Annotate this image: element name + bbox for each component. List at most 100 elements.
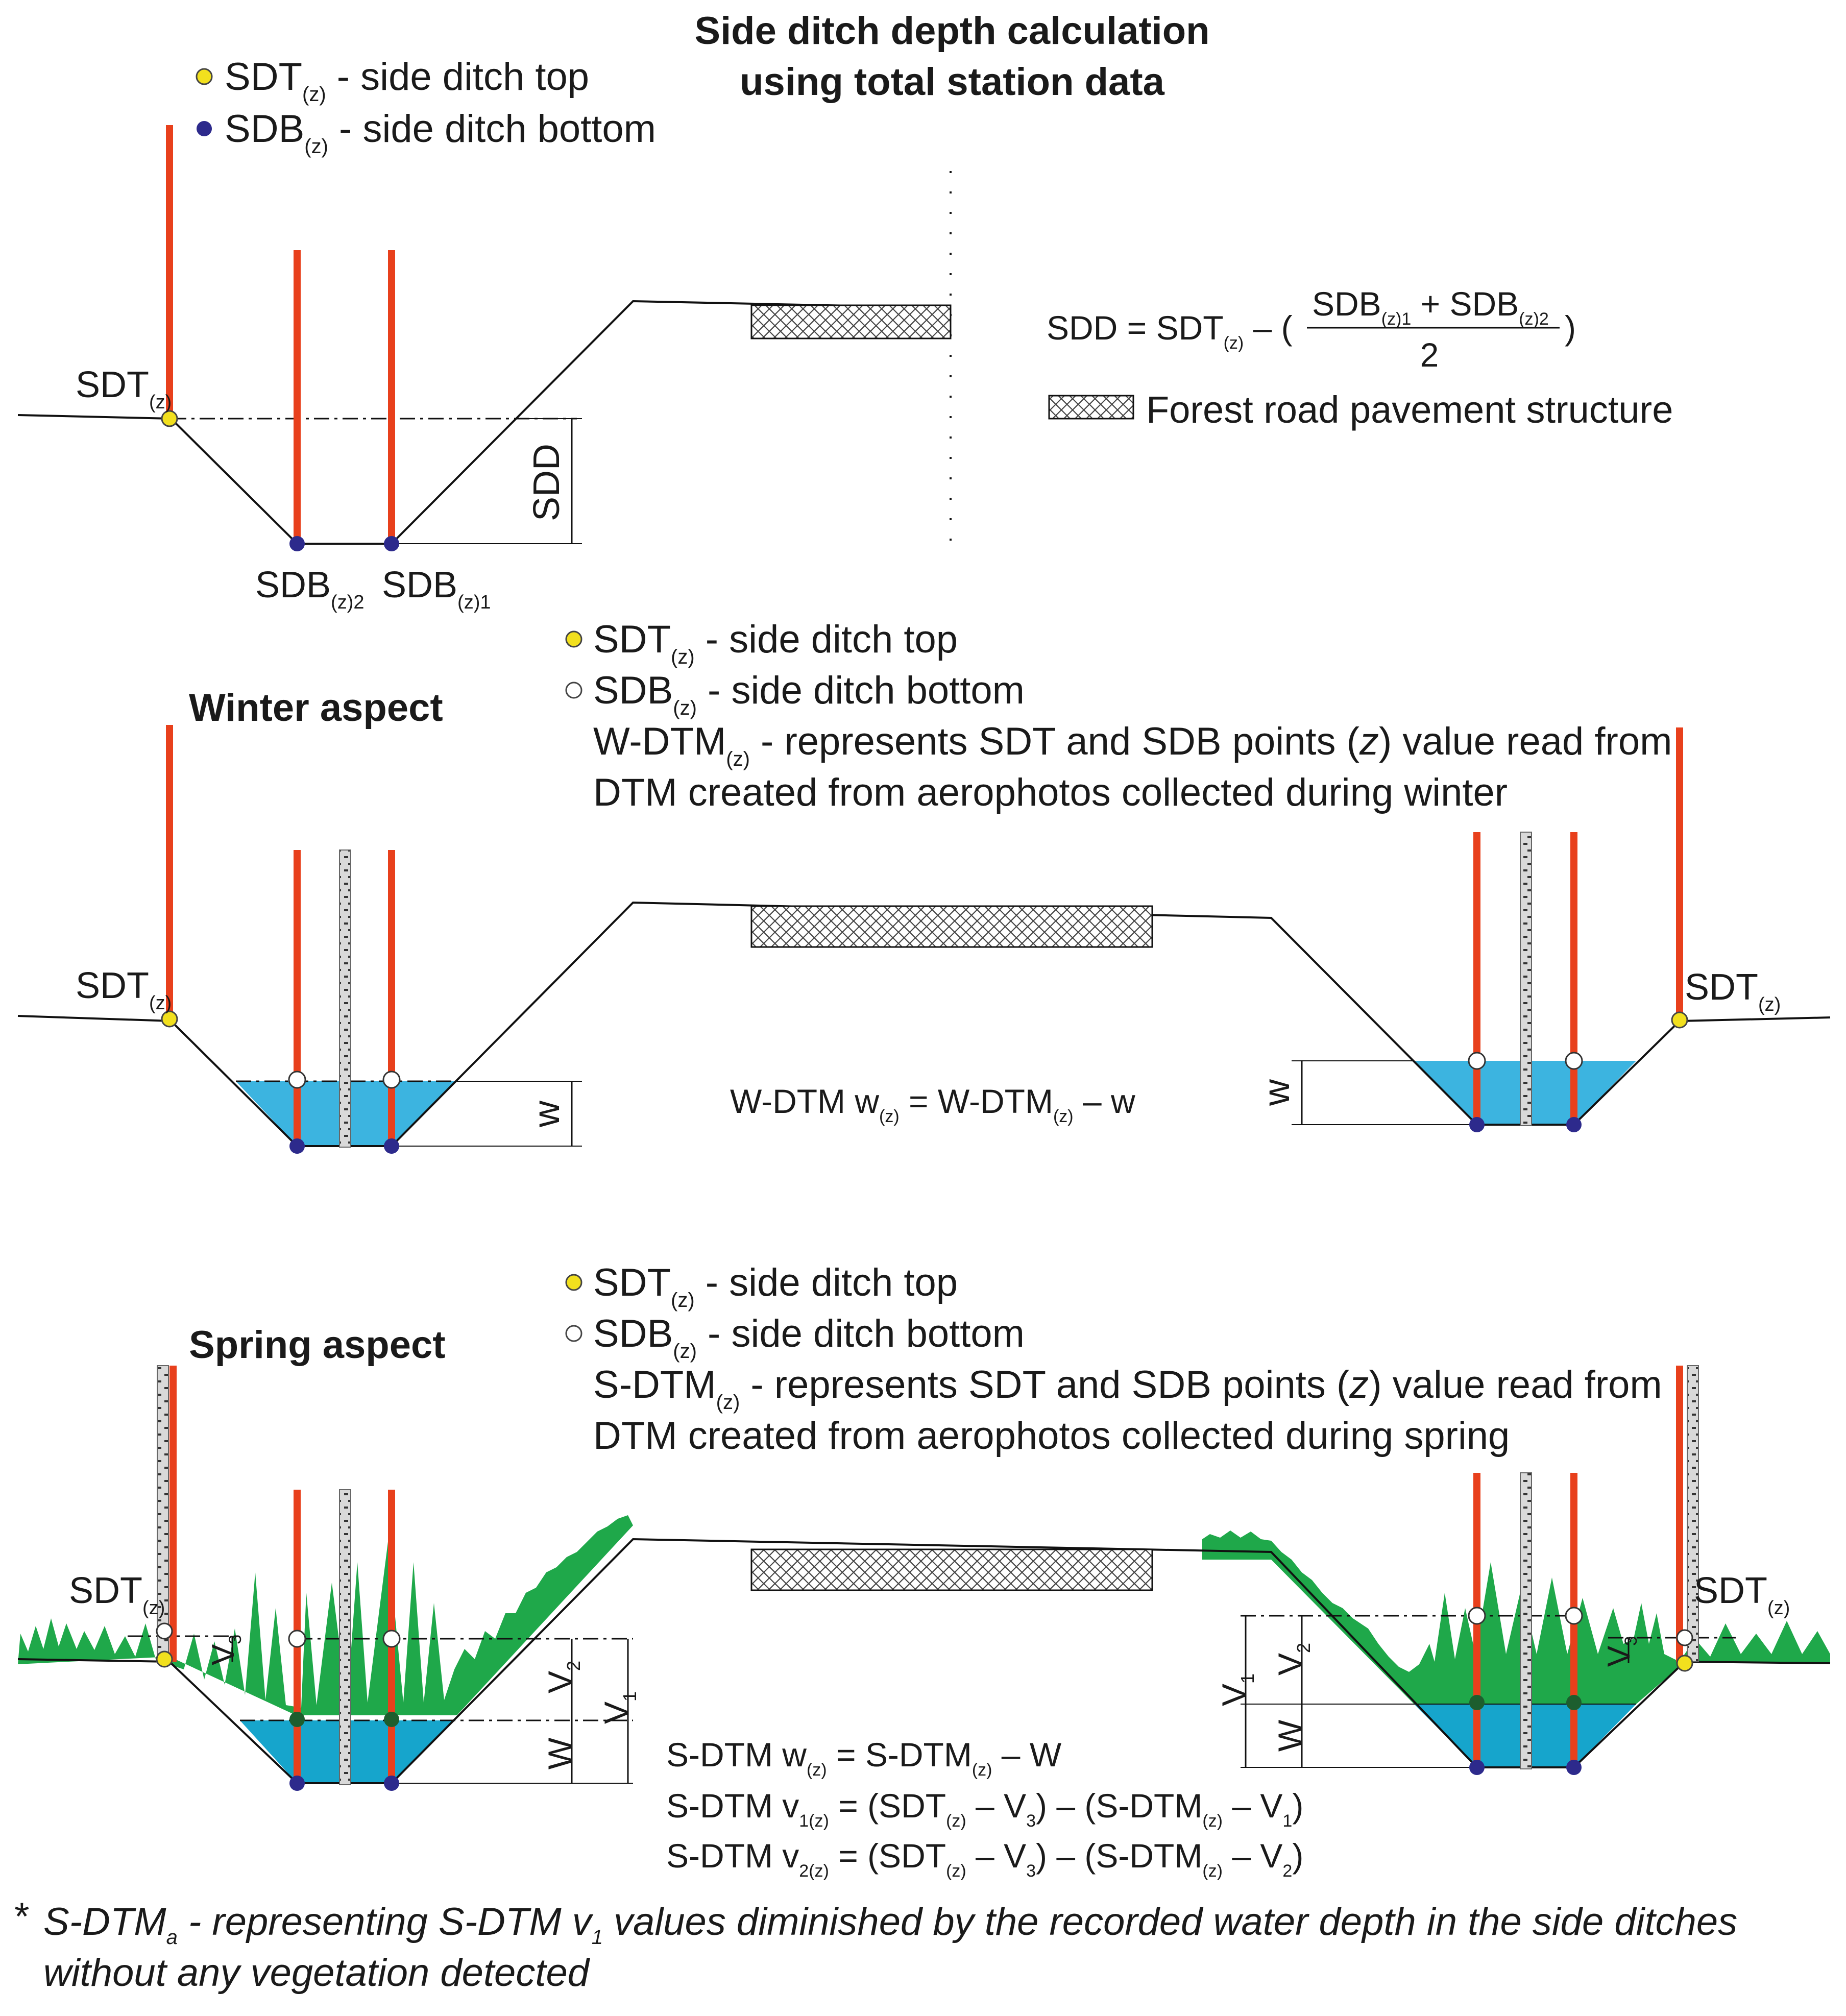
winter-sdb-legend-marker	[565, 682, 582, 699]
winter-surface-marker-left-2	[382, 1071, 401, 1089]
winter-formula-a-sub: (z)	[879, 1107, 900, 1126]
spring-f3-c-sub: 3	[1026, 1861, 1036, 1881]
winter-wdtm-legend-main: W-DTM	[593, 720, 726, 763]
sdb1-label-main: SDB	[382, 565, 457, 605]
winter-surface-marker-left-1	[288, 1071, 306, 1089]
sdt-legend-desc: - side ditch top	[326, 55, 589, 99]
spring-f1-c: – W	[992, 1736, 1061, 1774]
spring-aspect-heading: Spring aspect	[189, 1323, 446, 1367]
winter-bottom-marker-left-1	[289, 1138, 305, 1154]
spring-v3-label-left: V	[206, 1644, 241, 1665]
svg-text:S-DTM v1(z) = (SDT(z) – V3) –: S-DTM v1(z) = (SDT(z) – V3) – (S-DTM(z) …	[666, 1787, 1303, 1831]
sdb-legend-main: SDB	[225, 107, 304, 151]
winter-formula-c: – w	[1074, 1082, 1135, 1120]
sdt-legend-marker	[196, 68, 213, 85]
winter-sdt-label-left-main: SDT	[76, 965, 149, 1006]
spring-sdb-legend-sub: (z)	[673, 1340, 697, 1363]
svg-text:SDB(z) - side ditch bottom: SDB(z) - side ditch bottom	[593, 1312, 1025, 1363]
sdb1-label-sub: (z)1	[457, 592, 491, 613]
spring-sdt-label-left-sub: (z)	[142, 1597, 165, 1619]
sdb2-point-marker	[289, 536, 305, 551]
winter-bottom-marker-left-2	[384, 1138, 399, 1154]
winter-sdb-legend-main: SDB	[593, 669, 673, 712]
winter-sdt-label-left-sub: (z)	[149, 992, 172, 1014]
winter-sdt-legend-desc: - side ditch top	[695, 618, 958, 661]
winter-w-label-right: w	[1256, 1079, 1297, 1106]
svg-text:V2: V2	[1271, 1643, 1314, 1675]
winter-sdt-label-right-main: SDT	[1685, 967, 1758, 1008]
spring-f3-a-sub: 2(z)	[799, 1861, 829, 1881]
spring-f3-e-sub: 2	[1282, 1861, 1292, 1881]
winter-formula: W-DTM w(z) = W-DTM(z) – w	[730, 1082, 1135, 1126]
svg-text:SDT(z): SDT(z)	[76, 365, 172, 413]
spring-mid-marker-left-2	[384, 1712, 399, 1727]
sdt-legend-main: SDT	[225, 55, 302, 99]
spring-f2-d-sub: (z)	[1202, 1811, 1223, 1831]
winter-wdtm-legend-sub: (z)	[726, 748, 750, 770]
sdd-formula-num-a-sub: (z)1	[1381, 309, 1412, 329]
svg-text:SDD = SDT(z) – (: SDD = SDT(z) – (	[1047, 309, 1293, 353]
sdt-point-marker	[161, 410, 178, 427]
footnote-b-sub: 1	[592, 1926, 603, 1949]
spring-f2-c: – V	[966, 1787, 1026, 1825]
spring-f1-b-sub: (z)	[972, 1760, 992, 1780]
spring-vegetation-left-bank	[18, 1515, 633, 1715]
winter-sdb-legend-desc: - side ditch bottom	[697, 669, 1025, 712]
spring-v1-label-right-sub: 1	[1237, 1673, 1258, 1684]
spring-bottom-marker-left-1	[289, 1776, 305, 1791]
spring-staff-gauge-sdt-right	[1687, 1365, 1699, 1662]
winter-formula-b: = W-DTM	[900, 1082, 1053, 1120]
spring-ground-profile	[17, 1538, 1831, 1784]
spring-bottom-marker-right-2	[1566, 1760, 1582, 1775]
svg-text:SDT(z): SDT(z)	[1685, 967, 1781, 1015]
spring-mid-marker-right-2	[1566, 1695, 1582, 1710]
sdt-label-main: SDT	[76, 365, 149, 405]
sdd-formula-num-b-sub: (z)2	[1519, 309, 1549, 329]
spring-v2-label-right-sub: 2	[1293, 1643, 1314, 1653]
spring-sdt-marker-left	[156, 1650, 173, 1668]
svg-text:SDB(z)2: SDB(z)2	[255, 565, 365, 613]
winter-aspect-heading: Winter aspect	[189, 686, 443, 730]
spring-v1-label-left: V	[597, 1702, 635, 1724]
spring-sdt-label-right-sub: (z)	[1767, 1597, 1790, 1619]
spring-sdtm-legend-line2: DTM created from aerophotos collected du…	[593, 1414, 1510, 1458]
spring-sdt-legend-desc: - side ditch top	[695, 1261, 958, 1304]
winter-sdb-pole-right-1	[1473, 832, 1480, 1126]
winter-bottom-marker-right-2	[1566, 1117, 1582, 1132]
spring-v2-label-right: V	[1271, 1653, 1309, 1675]
spring-sdb-legend-main: SDB	[593, 1312, 673, 1355]
spring-sdt-marker-right	[1676, 1655, 1693, 1672]
winter-staff-gauge-left	[339, 849, 351, 1148]
spring-sdtm-legend-desc-a: - represents SDT and SDB points (	[740, 1363, 1349, 1406]
pavement-legend-swatch	[1048, 395, 1134, 420]
sdd-formula-close: )	[1565, 309, 1576, 347]
top-legend: SDT(z) - side ditch top SDB(z) - side di…	[196, 55, 656, 158]
pavement-structure	[750, 304, 952, 339]
sdb1-point-marker	[384, 536, 399, 551]
spring-top-marker-left-1	[288, 1630, 306, 1648]
spring-sdtm-legend-z: z	[1349, 1363, 1369, 1406]
svg-text:SDB(z) - side ditch bottom: SDB(z) - side ditch bottom	[225, 107, 656, 158]
sdd-dimension-label: SDD	[526, 444, 567, 521]
winter-surface-marker-right-1	[1468, 1052, 1486, 1070]
pavement-legend: Forest road pavement structure	[1048, 388, 1673, 431]
spring-v3-label-right-sub: 3	[1621, 1636, 1641, 1646]
spring-v3-label-right: V	[1601, 1645, 1637, 1667]
spring-f1-a: S-DTM w	[666, 1736, 807, 1774]
spring-sdb-legend-marker	[565, 1325, 582, 1342]
spring-top-marker-right-0	[1676, 1629, 1693, 1646]
spring-top-marker-right-2	[1565, 1607, 1583, 1625]
spring-f2-e-sub: 1	[1282, 1811, 1292, 1831]
spring-top-marker-left-0	[156, 1622, 173, 1640]
footnote: * S-DTMa - representing S-DTM v1 values …	[14, 1895, 1737, 1995]
svg-text:S-DTMa - representing S-DTM v1: S-DTMa - representing S-DTM v1 values di…	[43, 1900, 1737, 1949]
svg-text:SDT(z) - side ditch top: SDT(z) - side ditch top	[593, 618, 958, 668]
sdt-legend-sub: (z)	[302, 83, 326, 106]
spring-sdt-legend-sub: (z)	[671, 1289, 695, 1311]
spring-f2-c-sub: 3	[1026, 1811, 1036, 1831]
sdd-formula: SDD = SDT(z) – ( SDB(z)1 + SDB(z)2 2 )	[1047, 285, 1576, 374]
spring-f3-b: = (SDT	[829, 1837, 946, 1875]
spring-vegetation-right-bank	[1202, 1531, 1830, 1704]
sdd-formula-num-plus: + SDB	[1411, 285, 1519, 323]
